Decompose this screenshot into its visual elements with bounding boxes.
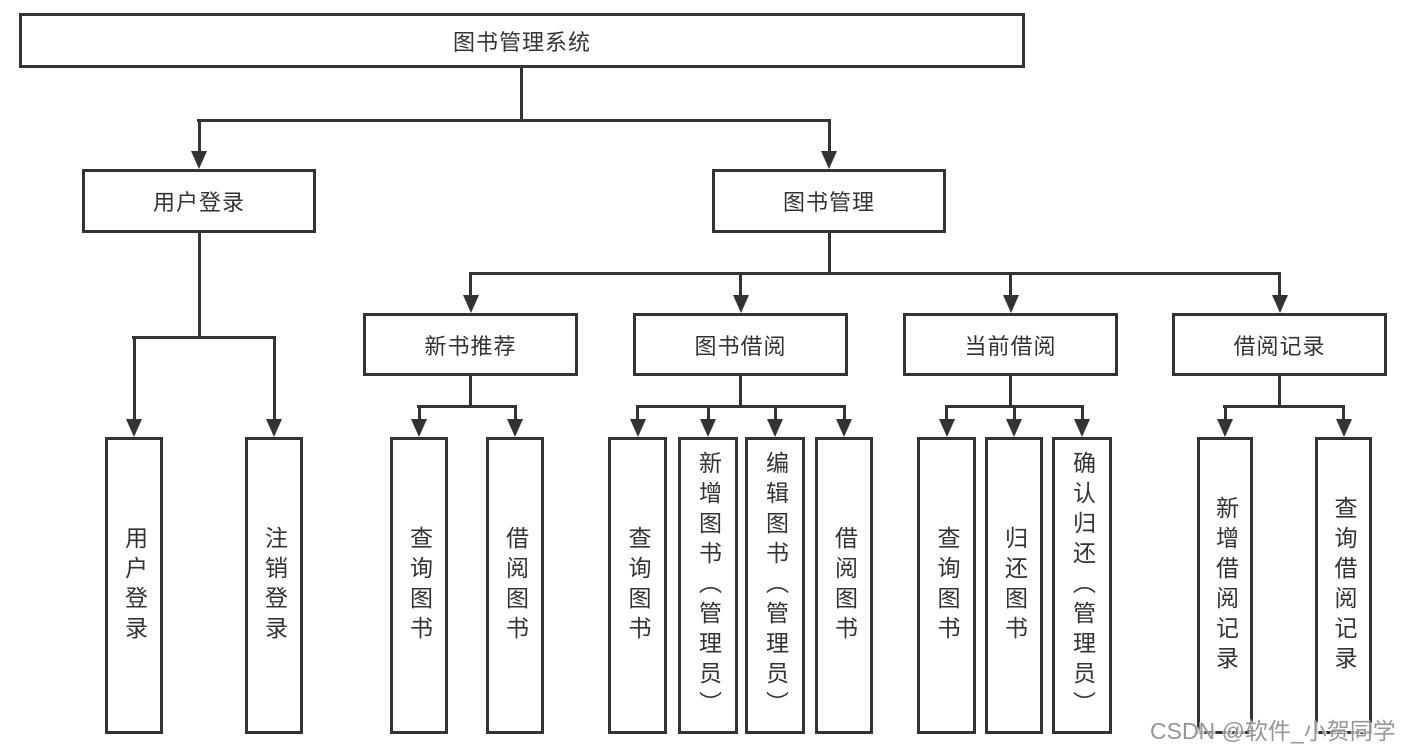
node-book-management-system: 图书管理系统 — [19, 13, 1025, 68]
connector-arrow-leaf — [1006, 405, 1022, 437]
connector-arrow-leaf — [507, 405, 523, 437]
node-label: 新书推荐 — [424, 333, 517, 359]
leaf-query-books-current: 查询图书 — [917, 437, 976, 734]
leaf-query-books-borrowing: 查询图书 — [608, 437, 667, 734]
connector-arrow-leaf — [767, 405, 783, 437]
leaf-logout: 注销登录 — [245, 437, 303, 734]
connector-arrow-leaf — [629, 405, 646, 437]
leaf-label: 查询图书 — [934, 525, 960, 646]
node-book-management: 图书管理 — [712, 169, 946, 233]
leaf-label: 注销登录 — [261, 525, 288, 646]
connector-arrow-leaf — [411, 405, 427, 437]
connector-arrow-book-management — [821, 119, 837, 169]
connector-arrow-leaf — [1335, 405, 1352, 437]
leaf-label: 归还图书 — [1001, 525, 1028, 646]
connector-borrowing-stem — [739, 375, 742, 405]
connector-recommendation-stem — [469, 375, 472, 405]
leaf-label: 用户登录 — [121, 525, 148, 646]
connector-arrow-new-book-recommendation — [462, 272, 479, 313]
leaf-label: 查询图书 — [406, 525, 433, 646]
leaf-label: 新增借阅记录 — [1212, 495, 1239, 676]
leaf-label: 新增图书（管理员） — [695, 450, 722, 721]
connector-arrow-leaf — [1217, 405, 1233, 437]
connector-level2-splitter — [469, 272, 1281, 275]
node-label: 用户登录 — [152, 190, 245, 215]
connector-records-stem — [1278, 375, 1281, 405]
connector-current-stem — [1009, 375, 1012, 405]
node-new-book-recommendation: 新书推荐 — [363, 313, 578, 376]
connector-borrowing-splitter — [636, 405, 846, 408]
connector-recommendation-splitter — [417, 405, 516, 408]
leaf-borrow-book: 借阅图书 — [815, 437, 873, 734]
leaf-label: 确认归还（管理员） — [1069, 450, 1096, 721]
leaf-label: 查询借阅记录 — [1331, 495, 1357, 676]
leaf-confirm-return-admin: 确认归还（管理员） — [1052, 437, 1112, 734]
connector-arrow-leaf — [938, 405, 955, 437]
node-user-login: 用户登录 — [82, 169, 316, 233]
leaf-borrow-book-recommendation: 借阅图书 — [486, 437, 544, 734]
leaf-query-borrow-record: 查询借阅记录 — [1315, 437, 1372, 734]
connector-level1-splitter — [197, 119, 831, 122]
node-label: 图书管理系统 — [452, 29, 591, 55]
leaf-label: 借阅图书 — [502, 525, 529, 646]
leaf-user-login: 用户登录 — [105, 437, 163, 734]
leaf-label: 借阅图书 — [831, 525, 858, 646]
connector-arrow-leaf — [1074, 405, 1090, 437]
connector-arrow-leaf — [700, 405, 716, 437]
leaf-return-book: 归还图书 — [985, 437, 1043, 734]
connector-arrow-leaf-logout — [266, 336, 282, 437]
node-borrowing-records: 借阅记录 — [1172, 313, 1387, 376]
connector-arrow-book-borrowing — [732, 272, 749, 313]
node-label: 图书借阅 — [694, 333, 787, 359]
connector-root-stem — [520, 68, 523, 122]
leaf-add-borrow-record: 新增借阅记录 — [1197, 437, 1253, 734]
connector-user-login-stem — [197, 233, 201, 336]
connector-records-splitter — [1223, 405, 1345, 408]
watermark: CSDN @软件_小贺同学 — [1150, 718, 1396, 744]
connector-arrow-leaf-user-login — [126, 336, 142, 437]
leaf-add-book-admin: 新增图书（管理员） — [678, 437, 738, 734]
connector-book-management-stem — [827, 233, 831, 275]
leaf-edit-book-admin: 编辑图书（管理员） — [745, 437, 805, 734]
leaf-label: 查询图书 — [625, 525, 651, 646]
node-label: 图书管理 — [782, 190, 875, 215]
connector-arrow-borrowing-records — [1271, 272, 1288, 313]
node-current-borrowing: 当前借阅 — [903, 313, 1118, 376]
node-book-borrowing: 图书借阅 — [633, 313, 848, 376]
connector-arrow-current-borrowing — [1002, 272, 1019, 313]
connector-arrow-user-login — [191, 119, 207, 169]
leaf-query-books-recommendation: 查询图书 — [390, 437, 448, 734]
node-label: 当前借阅 — [964, 333, 1057, 359]
leaf-label: 编辑图书（管理员） — [762, 450, 789, 721]
node-label: 借阅记录 — [1233, 333, 1326, 359]
connector-arrow-leaf — [836, 405, 852, 437]
connector-user-login-splitter — [132, 336, 275, 339]
